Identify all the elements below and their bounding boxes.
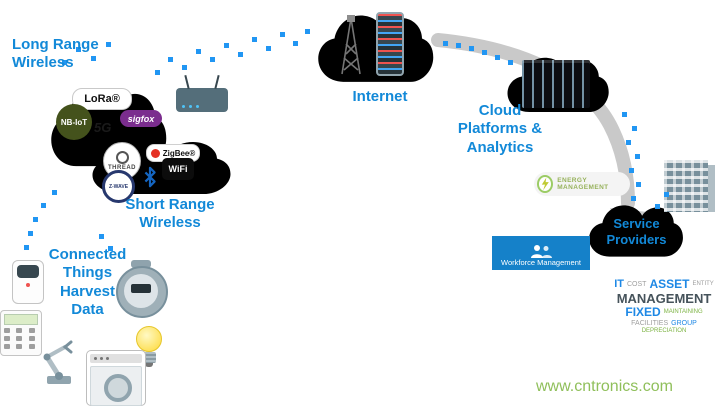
wordcloud-word: ASSET — [649, 277, 690, 291]
5g-logo: 5G — [94, 120, 111, 135]
connected-things-label: Connected Things Harvest Data — [48, 246, 127, 318]
workforce-management-label: Workforce Management — [501, 258, 581, 267]
thread-logo-text: THREAD — [108, 165, 136, 171]
energy-management-badge: ENERGY MANAGEMENT — [534, 172, 630, 196]
wordcloud-word: FIXED — [625, 305, 661, 320]
bluetooth-icon — [139, 164, 161, 190]
z-wave-logo-text: Z-WAVE — [108, 183, 129, 190]
asset-management-wordcloud: IT COST ASSET ENTITY MANAGEMENT FIXED MA… — [608, 278, 720, 334]
energy-management-label: ENERGY MANAGEMENT — [557, 177, 609, 191]
nb-iot-logo-text: NB-IoT — [60, 117, 88, 127]
cell-tower-icon — [338, 14, 364, 81]
wordcloud-word: DEPRECIATION — [641, 328, 687, 335]
smart-meter-icon — [116, 260, 168, 318]
people-icon — [531, 245, 552, 258]
z-wave-logo: Z-WAVE — [102, 170, 135, 203]
internet-label: Internet — [352, 88, 408, 105]
gateway-router-icon — [176, 74, 228, 112]
light-bulb-icon — [136, 326, 162, 370]
sigfox-logo-text: sigfox — [127, 113, 155, 124]
thread-mark-icon — [115, 151, 129, 164]
service-providers-label: Service Providers — [606, 216, 667, 247]
dishwasher-icon — [86, 350, 146, 406]
security-keypad-icon — [0, 310, 42, 356]
wordcloud-word: COST — [626, 280, 647, 288]
nb-iot-logo: NB-IoT — [56, 104, 92, 140]
zigbee-logo-text: ZigBee® — [162, 148, 196, 158]
server-rack-icon — [376, 12, 404, 76]
watermark: www.cntronics.com — [536, 378, 673, 395]
short-range-wireless-label: Short Range Wireless — [125, 196, 215, 232]
office-building-icon — [664, 160, 715, 212]
zigbee-logo: ZigBee® — [146, 144, 200, 162]
motion-sensor-icon — [12, 260, 44, 304]
wordcloud-word: MANAGEMENT — [616, 290, 712, 306]
wifi-logo: WiFi — [162, 158, 194, 180]
lora-logo-text: LoRa® — [84, 93, 120, 105]
data-center-icon — [522, 60, 590, 108]
long-range-wireless-label: Long Range Wireless — [12, 36, 99, 72]
lora-logo: LoRa® — [72, 88, 132, 110]
wordcloud-word: GROUP — [671, 319, 697, 327]
robot-arm-icon — [34, 336, 84, 391]
cloud-platforms-label: Cloud Platforms & Analytics — [457, 102, 543, 156]
sigfox-logo: sigfox — [120, 110, 162, 127]
wifi-logo-text: WiFi — [168, 164, 188, 174]
workforce-management-banner: Workforce Management — [492, 236, 590, 270]
wordcloud-word: IT — [614, 277, 624, 290]
building-side — [708, 165, 715, 212]
wordcloud-word: MAINTAINING — [663, 309, 703, 316]
zigbee-mark-icon — [150, 148, 160, 158]
internet-cloud — [318, 15, 434, 82]
router-lights — [182, 105, 199, 108]
lightning-icon — [537, 175, 554, 193]
5g-logo-text: 5G — [94, 120, 112, 135]
wordcloud-word: ENTITY — [692, 281, 714, 288]
wordcloud-word: FACILITIES — [631, 319, 669, 327]
